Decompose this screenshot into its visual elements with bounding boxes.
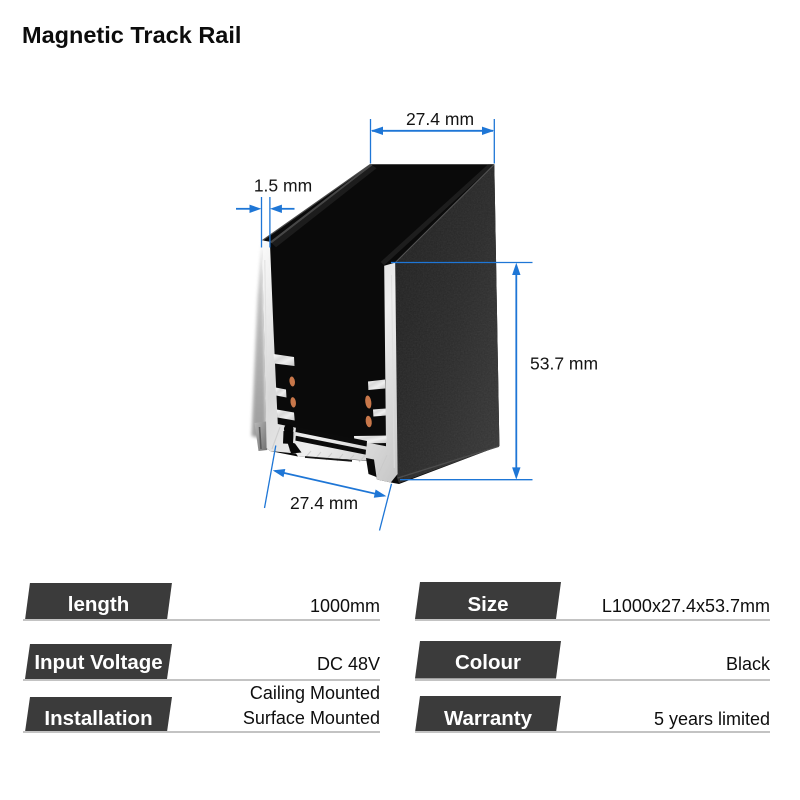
svg-text:53.7 mm: 53.7 mm (530, 354, 598, 374)
svg-text:1.5 mm: 1.5 mm (254, 176, 312, 196)
svg-text:27.4 mm: 27.4 mm (406, 109, 474, 129)
svg-text:27.4 mm: 27.4 mm (290, 493, 358, 513)
